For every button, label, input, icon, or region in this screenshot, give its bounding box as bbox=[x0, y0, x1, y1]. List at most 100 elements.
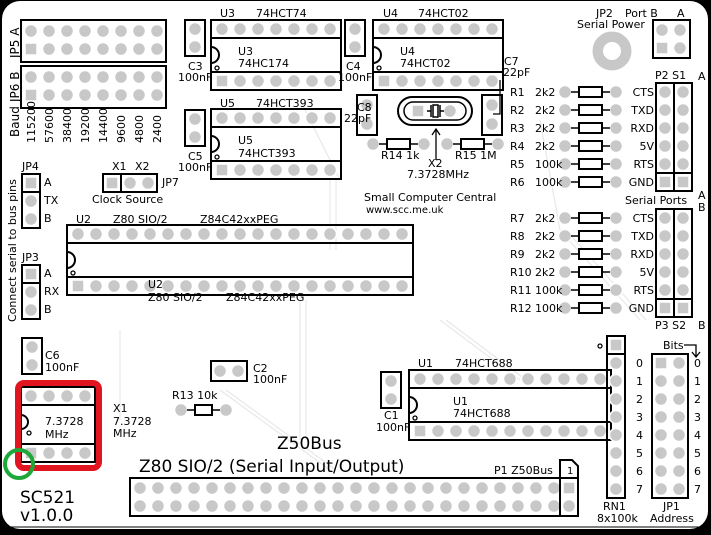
r13-label: R13 10k bbox=[172, 389, 218, 402]
jp1-bit-label: 1 bbox=[694, 375, 701, 388]
pad bbox=[538, 371, 554, 387]
pad bbox=[592, 371, 608, 387]
u1-body-part: 74HCT688 bbox=[453, 407, 511, 420]
pad bbox=[492, 480, 508, 496]
pad bbox=[671, 427, 687, 443]
pad bbox=[657, 264, 673, 280]
pad bbox=[131, 23, 147, 39]
pad bbox=[214, 110, 230, 126]
pad bbox=[671, 391, 687, 407]
x2-value: 7.3728MHz bbox=[407, 168, 469, 181]
pad bbox=[671, 355, 687, 371]
highlight-circle bbox=[3, 448, 35, 480]
pad-square bbox=[24, 88, 38, 102]
port-a-signal-label: CTS bbox=[633, 86, 654, 99]
pad bbox=[557, 246, 573, 262]
pad bbox=[671, 409, 687, 425]
pad bbox=[466, 73, 482, 89]
pad bbox=[41, 445, 57, 461]
pad bbox=[70, 226, 86, 242]
pad-square bbox=[654, 356, 668, 370]
pad bbox=[592, 423, 608, 439]
jp6-label: JP6 B bbox=[8, 72, 22, 103]
pad bbox=[383, 391, 399, 407]
pad bbox=[474, 498, 490, 514]
jp1-address-header bbox=[651, 353, 689, 499]
baud-label: Baud bbox=[8, 106, 22, 137]
u5-body-part: 74HCT393 bbox=[238, 147, 296, 160]
pad-square bbox=[562, 481, 576, 495]
pad bbox=[430, 73, 446, 89]
pad bbox=[402, 480, 418, 496]
pad bbox=[653, 481, 669, 497]
port-a-resistor-value: 2k2 bbox=[535, 104, 555, 117]
pad bbox=[384, 498, 400, 514]
pad bbox=[675, 228, 691, 244]
c5-ref: C5 bbox=[188, 150, 203, 163]
port-b-resistor bbox=[578, 212, 603, 224]
port-a-resistor-ref: R6 bbox=[510, 176, 525, 189]
pad bbox=[322, 226, 338, 242]
port-b-resistor-ref: R12 bbox=[510, 302, 532, 315]
pad bbox=[187, 111, 203, 127]
pad bbox=[448, 73, 464, 89]
baud-rate-label: 2400 bbox=[151, 115, 164, 143]
bus-pins-side-label: Connect serial to bus pins bbox=[6, 179, 19, 322]
pad bbox=[312, 480, 328, 496]
pad bbox=[484, 116, 500, 132]
pad bbox=[150, 480, 166, 496]
jp4-pin-b: B bbox=[44, 212, 52, 225]
pad bbox=[557, 84, 573, 100]
pad bbox=[502, 423, 518, 439]
u1-body-ref: U1 bbox=[453, 395, 468, 408]
pad bbox=[95, 87, 111, 103]
pad-square bbox=[24, 42, 38, 56]
pad-square bbox=[658, 175, 672, 189]
rn1-ref: RN1 bbox=[603, 500, 626, 513]
rn1-bit-label: 6 bbox=[636, 465, 643, 478]
serial-ports-side-b2: B bbox=[698, 201, 706, 214]
pad bbox=[268, 73, 284, 89]
u2-alt: Z84C42xxPEG bbox=[200, 213, 278, 226]
x2-ref: X2 bbox=[428, 157, 443, 170]
pad bbox=[304, 110, 320, 126]
r14-resistor bbox=[386, 138, 411, 150]
u4-chip bbox=[372, 19, 504, 91]
port-b-resistor-value: 2k2 bbox=[535, 230, 555, 243]
port-b-resistor bbox=[578, 230, 603, 242]
pin1-dot-icon bbox=[214, 65, 220, 71]
pad bbox=[383, 373, 399, 389]
pad bbox=[484, 423, 500, 439]
jp1-bit-label: 6 bbox=[694, 465, 701, 478]
pad-square bbox=[655, 41, 669, 55]
pad bbox=[304, 73, 320, 89]
pad bbox=[366, 498, 382, 514]
pad bbox=[268, 162, 284, 178]
x1-value: 7.3728 bbox=[113, 415, 152, 428]
pad bbox=[657, 84, 673, 100]
pad bbox=[608, 84, 624, 100]
pin1-dot-icon bbox=[376, 65, 382, 71]
port-b-resistor-ref: R9 bbox=[510, 248, 525, 261]
pad bbox=[268, 278, 284, 294]
pad bbox=[557, 264, 573, 280]
x2-leader-arrow-icon bbox=[431, 127, 441, 160]
pad bbox=[286, 278, 302, 294]
c4-capacitor bbox=[344, 19, 366, 57]
u5-ref: U5 bbox=[220, 97, 235, 110]
jp2-label: Serial Power bbox=[577, 18, 645, 31]
pad bbox=[88, 226, 104, 242]
pad bbox=[528, 498, 544, 514]
pad-square bbox=[609, 338, 623, 352]
pad bbox=[124, 226, 140, 242]
pad bbox=[653, 427, 669, 443]
board-name: SC521 bbox=[20, 488, 75, 508]
pad bbox=[160, 278, 176, 294]
pin1-notch-icon bbox=[210, 135, 220, 153]
rn1-bit-label: 2 bbox=[636, 393, 643, 406]
pad bbox=[232, 226, 248, 242]
pad bbox=[671, 481, 687, 497]
port-a-resistor bbox=[578, 140, 603, 152]
port-a-s-header bbox=[673, 82, 693, 192]
u2-ref: U2 bbox=[76, 213, 91, 226]
